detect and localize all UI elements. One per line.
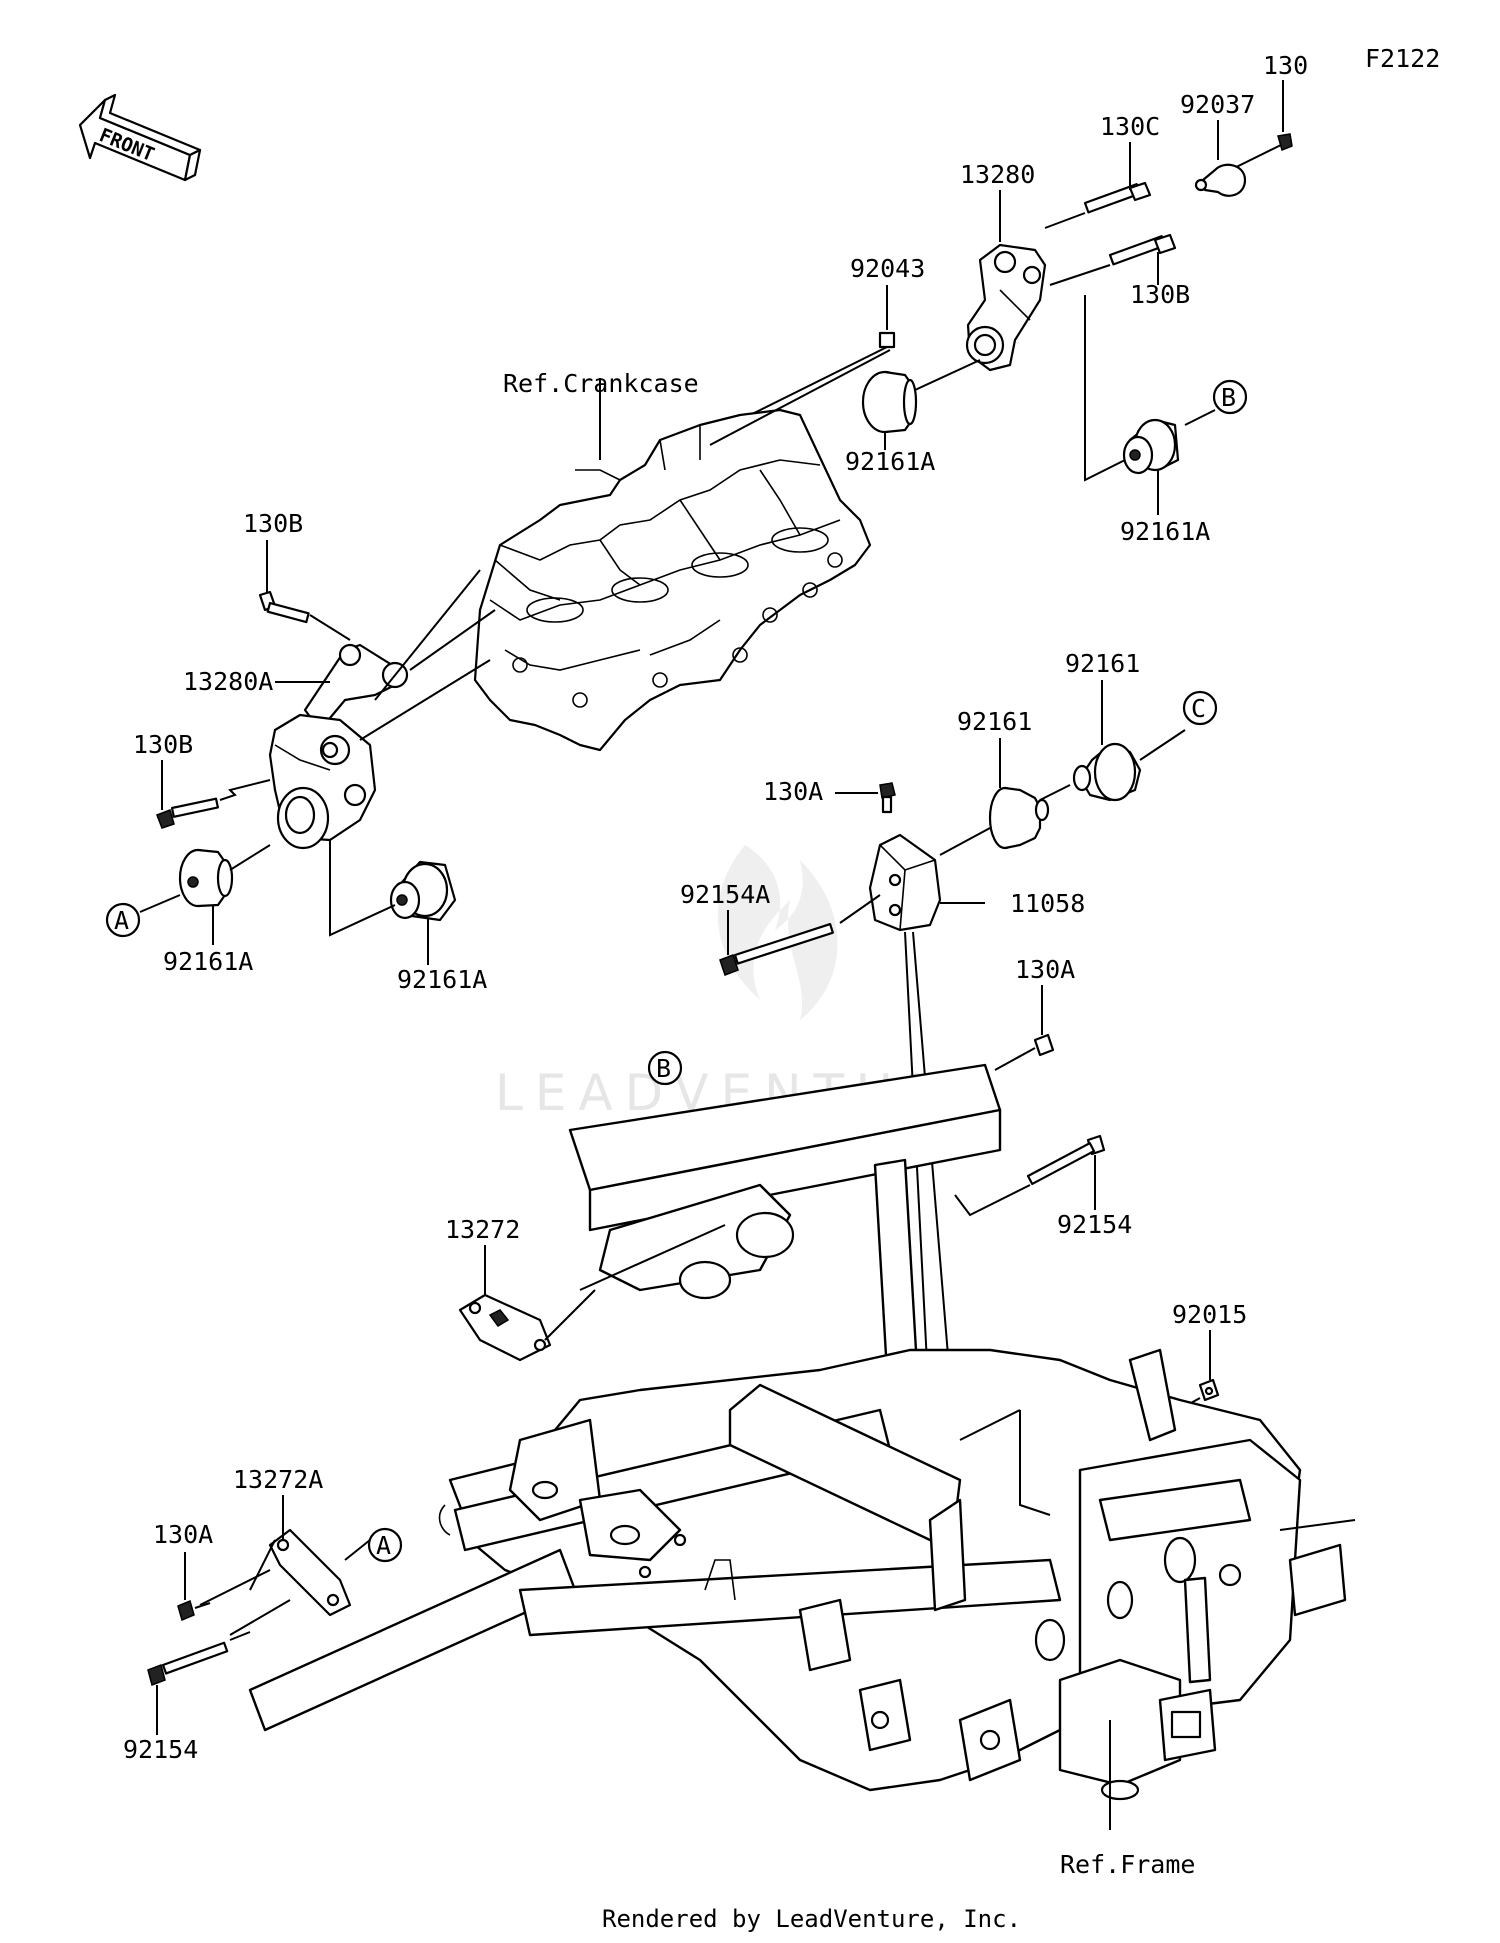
bolt-130a-left (177, 1599, 211, 1622)
label-130a-left: 130A (153, 1520, 213, 1549)
label-13272a: 13272A (233, 1465, 323, 1494)
label-92161a-mid: 92161A (845, 447, 935, 476)
callout-a-bottom: A (367, 1527, 403, 1563)
label-92037: 92037 (1180, 90, 1255, 119)
front-arrow-icon: FRONT (78, 93, 202, 182)
callout-b-mid: B (647, 1050, 683, 1086)
label-130a-mid: 130A (763, 777, 823, 806)
bolt-130b-left-top (258, 590, 351, 641)
ref-crankcase-label: Ref.Crankcase (503, 369, 699, 398)
label-130b-left-top: 130B (243, 509, 303, 538)
clamp-92037 (1194, 163, 1247, 197)
bolt-130c (1044, 181, 1152, 229)
svg-text:A: A (114, 906, 129, 935)
label-130-top: 130 (1263, 51, 1308, 80)
bracket-13280 (699, 133, 1293, 482)
label-92161-upper: 92161 (1065, 649, 1140, 678)
svg-text:C: C (1191, 694, 1206, 723)
frame (248, 1063, 1356, 1830)
plate-13272a (199, 1528, 371, 1636)
label-13280a: 13280A (183, 667, 273, 696)
label-13272: 13272 (445, 1215, 520, 1244)
bolt-130b-right (1049, 233, 1177, 286)
nut-92015 (1159, 1378, 1220, 1421)
svg-text:B: B (1221, 383, 1236, 412)
callout-a-left: A (105, 902, 141, 938)
label-92154-left: 92154 (123, 1735, 198, 1764)
callout-b-top: B (1212, 379, 1248, 415)
label-130a-right: 130A (1015, 955, 1075, 984)
label-92043: 92043 (850, 254, 925, 283)
label-130c: 130C (1100, 112, 1160, 141)
bolt-92154-left (147, 1631, 251, 1686)
bushing-92161a-left (139, 844, 271, 913)
diagram-id: F2122 (1365, 44, 1440, 73)
part-labels: 130 92037 130C 13280 92043 130B 92161A 9… (123, 51, 1308, 1764)
bolt-92154-right (954, 1134, 1106, 1217)
bolt-130a-right (994, 1033, 1055, 1071)
label-92154-right: 92154 (1057, 1210, 1132, 1239)
svg-text:B: B (656, 1054, 671, 1083)
bushing-92161-upper (1039, 729, 1186, 802)
bolt-130a-mid (835, 782, 896, 814)
label-11058: 11058 (1010, 889, 1085, 918)
bushing-92161a-right (1122, 418, 1180, 475)
label-92161a-left2: 92161A (397, 965, 487, 994)
label-92161-lower: 92161 (957, 707, 1032, 736)
label-13280: 13280 (960, 160, 1035, 189)
label-92015: 92015 (1172, 1300, 1247, 1329)
footer-credit: Rendered by LeadVenture, Inc. (602, 1905, 1021, 1933)
callout-c-top: C (1182, 690, 1218, 726)
label-130b-left: 130B (133, 730, 193, 759)
label-130b-right: 130B (1130, 280, 1190, 309)
ref-frame-label: Ref.Frame (1060, 1850, 1195, 1879)
label-92161a-right: 92161A (1120, 517, 1210, 546)
bracket-13280a (139, 569, 496, 937)
bushing-92161-lower (939, 786, 1050, 856)
label-92161a-left: 92161A (163, 947, 253, 976)
bushing-92161a-mid (861, 359, 981, 434)
bolt-130b-left (156, 779, 271, 829)
pin-92043 (878, 331, 896, 349)
bushing-92161a-left2 (389, 860, 457, 922)
label-92154a: 92154A (680, 880, 770, 909)
svg-text:A: A (376, 1531, 391, 1560)
bolt-92154a (719, 894, 881, 976)
crankcase (473, 349, 891, 752)
